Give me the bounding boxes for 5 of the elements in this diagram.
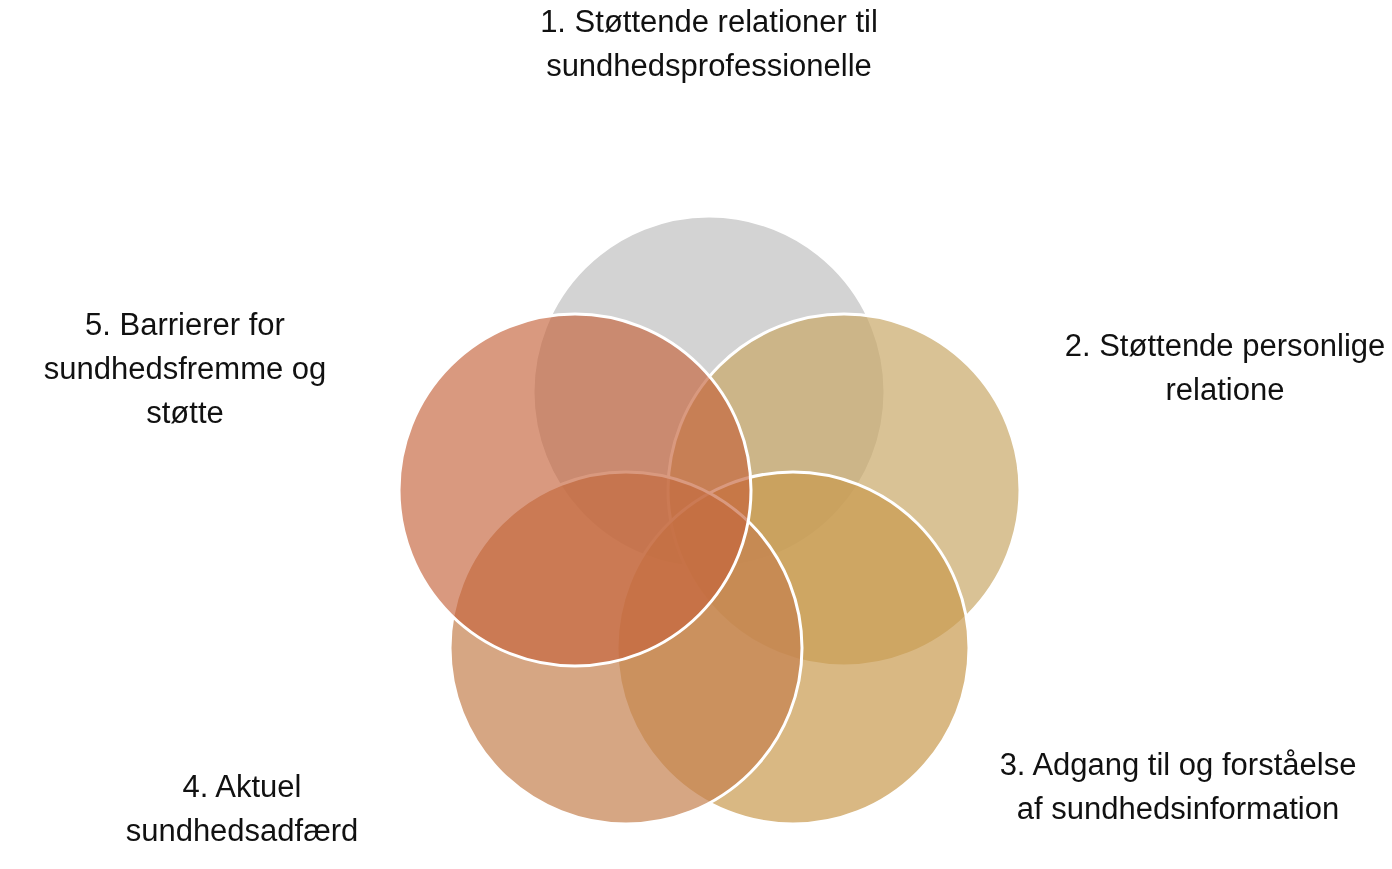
circle-label: 1. Støttende relationer til sundhedsprofessionelle xyxy=(539,3,879,85)
circle-label: 3. Adgang til og forståelse af sundhedsinformation xyxy=(998,746,1358,828)
circle-label: 2. Støttende personlige relatione xyxy=(1063,327,1387,409)
circle-label: 4. Aktuel sundhedsadfærd xyxy=(124,768,360,850)
circle-label: 5. Barrierer for sundhedsfremme og støtte xyxy=(42,306,328,432)
